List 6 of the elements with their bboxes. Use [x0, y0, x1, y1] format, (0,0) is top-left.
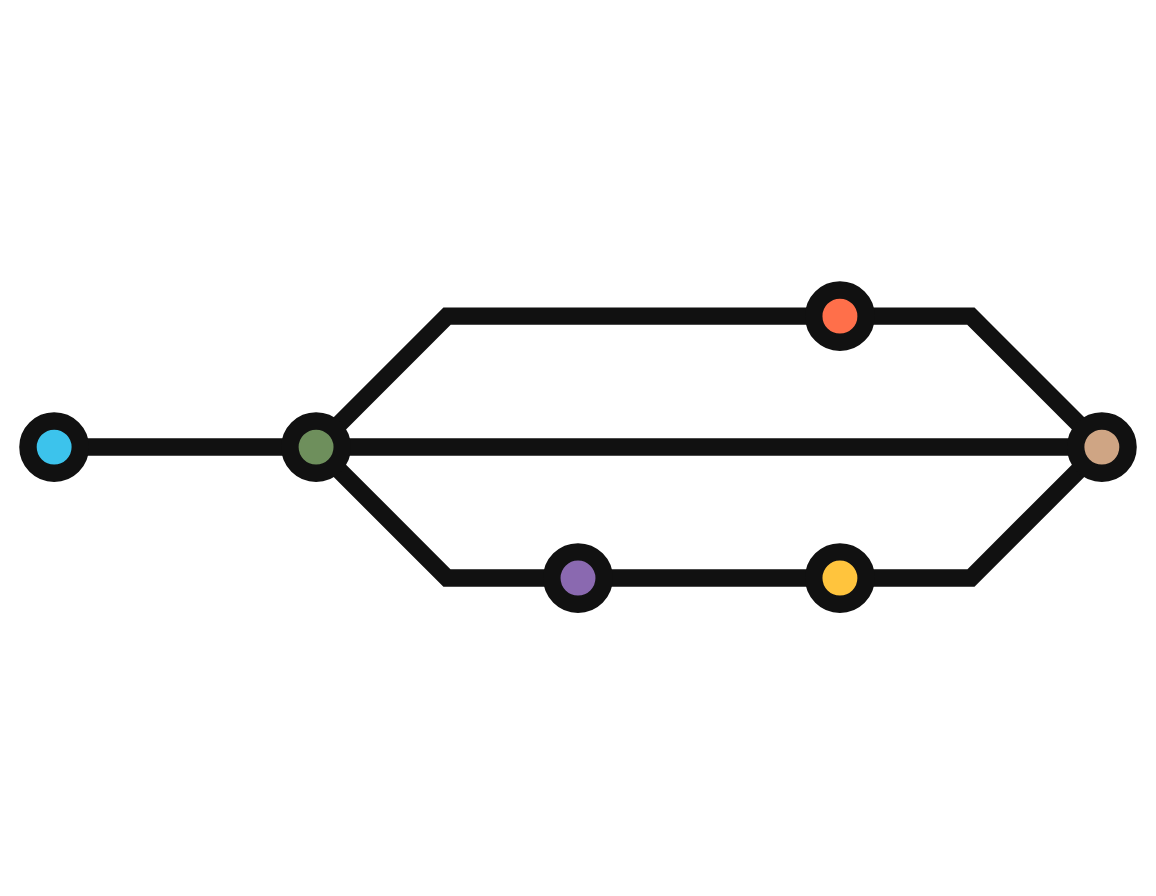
- node-circle: [1066, 413, 1137, 483]
- node-circle: [281, 413, 351, 483]
- node-circle: [19, 413, 90, 483]
- node-circle: [805, 544, 875, 614]
- node-circle: [805, 282, 875, 352]
- node-circle: [543, 544, 613, 614]
